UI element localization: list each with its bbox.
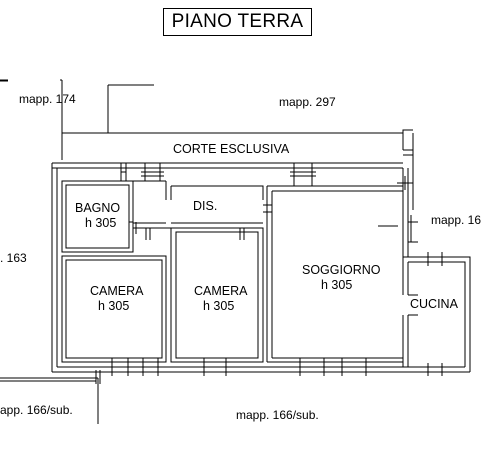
room-camera2-height: h 305 — [203, 299, 234, 313]
label-mapp-166-left: app. 166/sub. — [0, 403, 73, 417]
outer-wall-south — [52, 366, 470, 373]
room-bagno-height: h 305 — [85, 216, 116, 230]
label-mapp-297: mapp. 297 — [279, 95, 336, 109]
window-south-3 — [200, 358, 230, 376]
door-cucina — [408, 215, 418, 243]
outer-wall-west — [51, 163, 58, 372]
window-cucina — [424, 252, 446, 266]
room-bagno-name: BAGNO — [75, 201, 120, 215]
boundary-line-top — [0, 79, 8, 82]
label-mapp-16: mapp. 16 — [431, 213, 481, 227]
room-cucina-name: CUCINA — [410, 297, 459, 311]
door-camera1 — [145, 228, 151, 240]
door-camera2 — [239, 228, 245, 240]
room-camera1-height: h 305 — [98, 299, 129, 313]
boundary-line-left — [60, 79, 63, 160]
room-dis-name: DIS. — [193, 199, 217, 213]
outer-wall-north — [52, 162, 403, 169]
room-camera1-name: CAMERA — [90, 284, 144, 298]
label-mapp-163: . 163 — [0, 251, 27, 265]
courtyard-outer-line-2 — [402, 133, 414, 200]
door-bagno — [129, 221, 137, 234]
label-mapp-166-center: mapp. 166/sub. — [236, 408, 319, 422]
window-south-4 — [296, 358, 328, 376]
window-north-2 — [141, 163, 164, 181]
room-soggiorno-height: h 305 — [321, 278, 352, 292]
window-south-5 — [338, 358, 370, 376]
boundary-line-south — [0, 377, 99, 424]
door-soggiorno — [263, 204, 272, 213]
soggiorno-walls — [266, 185, 403, 363]
window-north-3 — [290, 163, 316, 186]
room-camera2-name: CAMERA — [194, 284, 248, 298]
courtyard-outer-line — [62, 129, 413, 134]
label-mapp-174: mapp. 174 — [19, 92, 76, 106]
door-courtyard-right — [397, 149, 413, 190]
room-soggiorno-name: SOGGIORNO — [302, 263, 381, 277]
window-south-1 — [108, 358, 132, 376]
inner-cucina-door — [408, 294, 418, 316]
camera1-walls — [61, 255, 167, 363]
cucina-walls — [402, 256, 471, 372]
dis-walls — [133, 180, 264, 229]
bagno-walls — [61, 180, 134, 253]
window-south-6 — [424, 363, 446, 376]
label-courtyard: CORTE ESCLUSIVA — [173, 142, 290, 156]
camera2-walls — [170, 227, 264, 363]
boundary-line-map174 — [107, 84, 154, 133]
door-courtyard-south — [95, 370, 101, 384]
window-north-1 — [120, 163, 127, 181]
plan-title: PIANO TERRA — [163, 8, 312, 36]
window-south-2 — [139, 358, 162, 376]
